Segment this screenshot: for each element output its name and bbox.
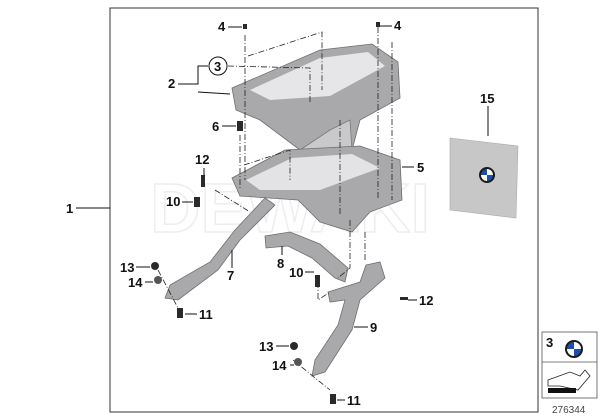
- callout-8: 8: [277, 256, 284, 271]
- callout-12-upper: 12: [195, 152, 209, 167]
- callout-3-circle: [208, 56, 228, 76]
- callout-13-left: 13: [120, 260, 134, 275]
- assembly-lines: [157, 27, 393, 391]
- bmw-logo-icon: [565, 340, 583, 358]
- callout-15: 15: [480, 91, 494, 106]
- callout-6: 6: [212, 119, 219, 134]
- callout-11-right: 11: [347, 393, 361, 408]
- legend-box: 3: [541, 331, 598, 399]
- callout-13-right: 13: [259, 339, 273, 354]
- callout-3: 3: [214, 59, 221, 74]
- callout-10-upper: 10: [166, 194, 180, 209]
- document-number: 276344: [552, 405, 586, 416]
- fasteners: [151, 22, 408, 404]
- callout-5: 5: [417, 160, 424, 175]
- callout-14-left: 14: [128, 275, 143, 290]
- callout-12-lower: 12: [419, 293, 433, 308]
- callout-7: 7: [227, 268, 234, 283]
- callout-10-lower: 10: [289, 265, 303, 280]
- callout-1: 1: [66, 201, 73, 216]
- part-2-top-rack[interactable]: [231, 43, 401, 161]
- callout-4-left: 4: [218, 19, 226, 34]
- callout-4-right: 4: [394, 18, 402, 33]
- part-5-base-rack[interactable]: [231, 145, 403, 233]
- callout-9: 9: [370, 320, 377, 335]
- callout-2: 2: [168, 76, 175, 91]
- part-7-left-strut[interactable]: [164, 197, 276, 301]
- arrow-icon: [547, 369, 591, 393]
- legend-label: 3: [546, 335, 553, 350]
- assembly-frame: [109, 7, 539, 413]
- part-15-sticker[interactable]: [449, 137, 519, 219]
- bmw-logo-icon: [479, 167, 495, 183]
- callouts: 1 2 3 4 4 5 6 7 8 9 10 10 11 11 12 12 13…: [66, 18, 494, 408]
- callout-14-right: 14: [272, 358, 287, 373]
- callout-11-left: 11: [199, 307, 213, 322]
- part-8-cross-brace[interactable]: [264, 231, 349, 283]
- part-9-right-strut[interactable]: [311, 261, 386, 377]
